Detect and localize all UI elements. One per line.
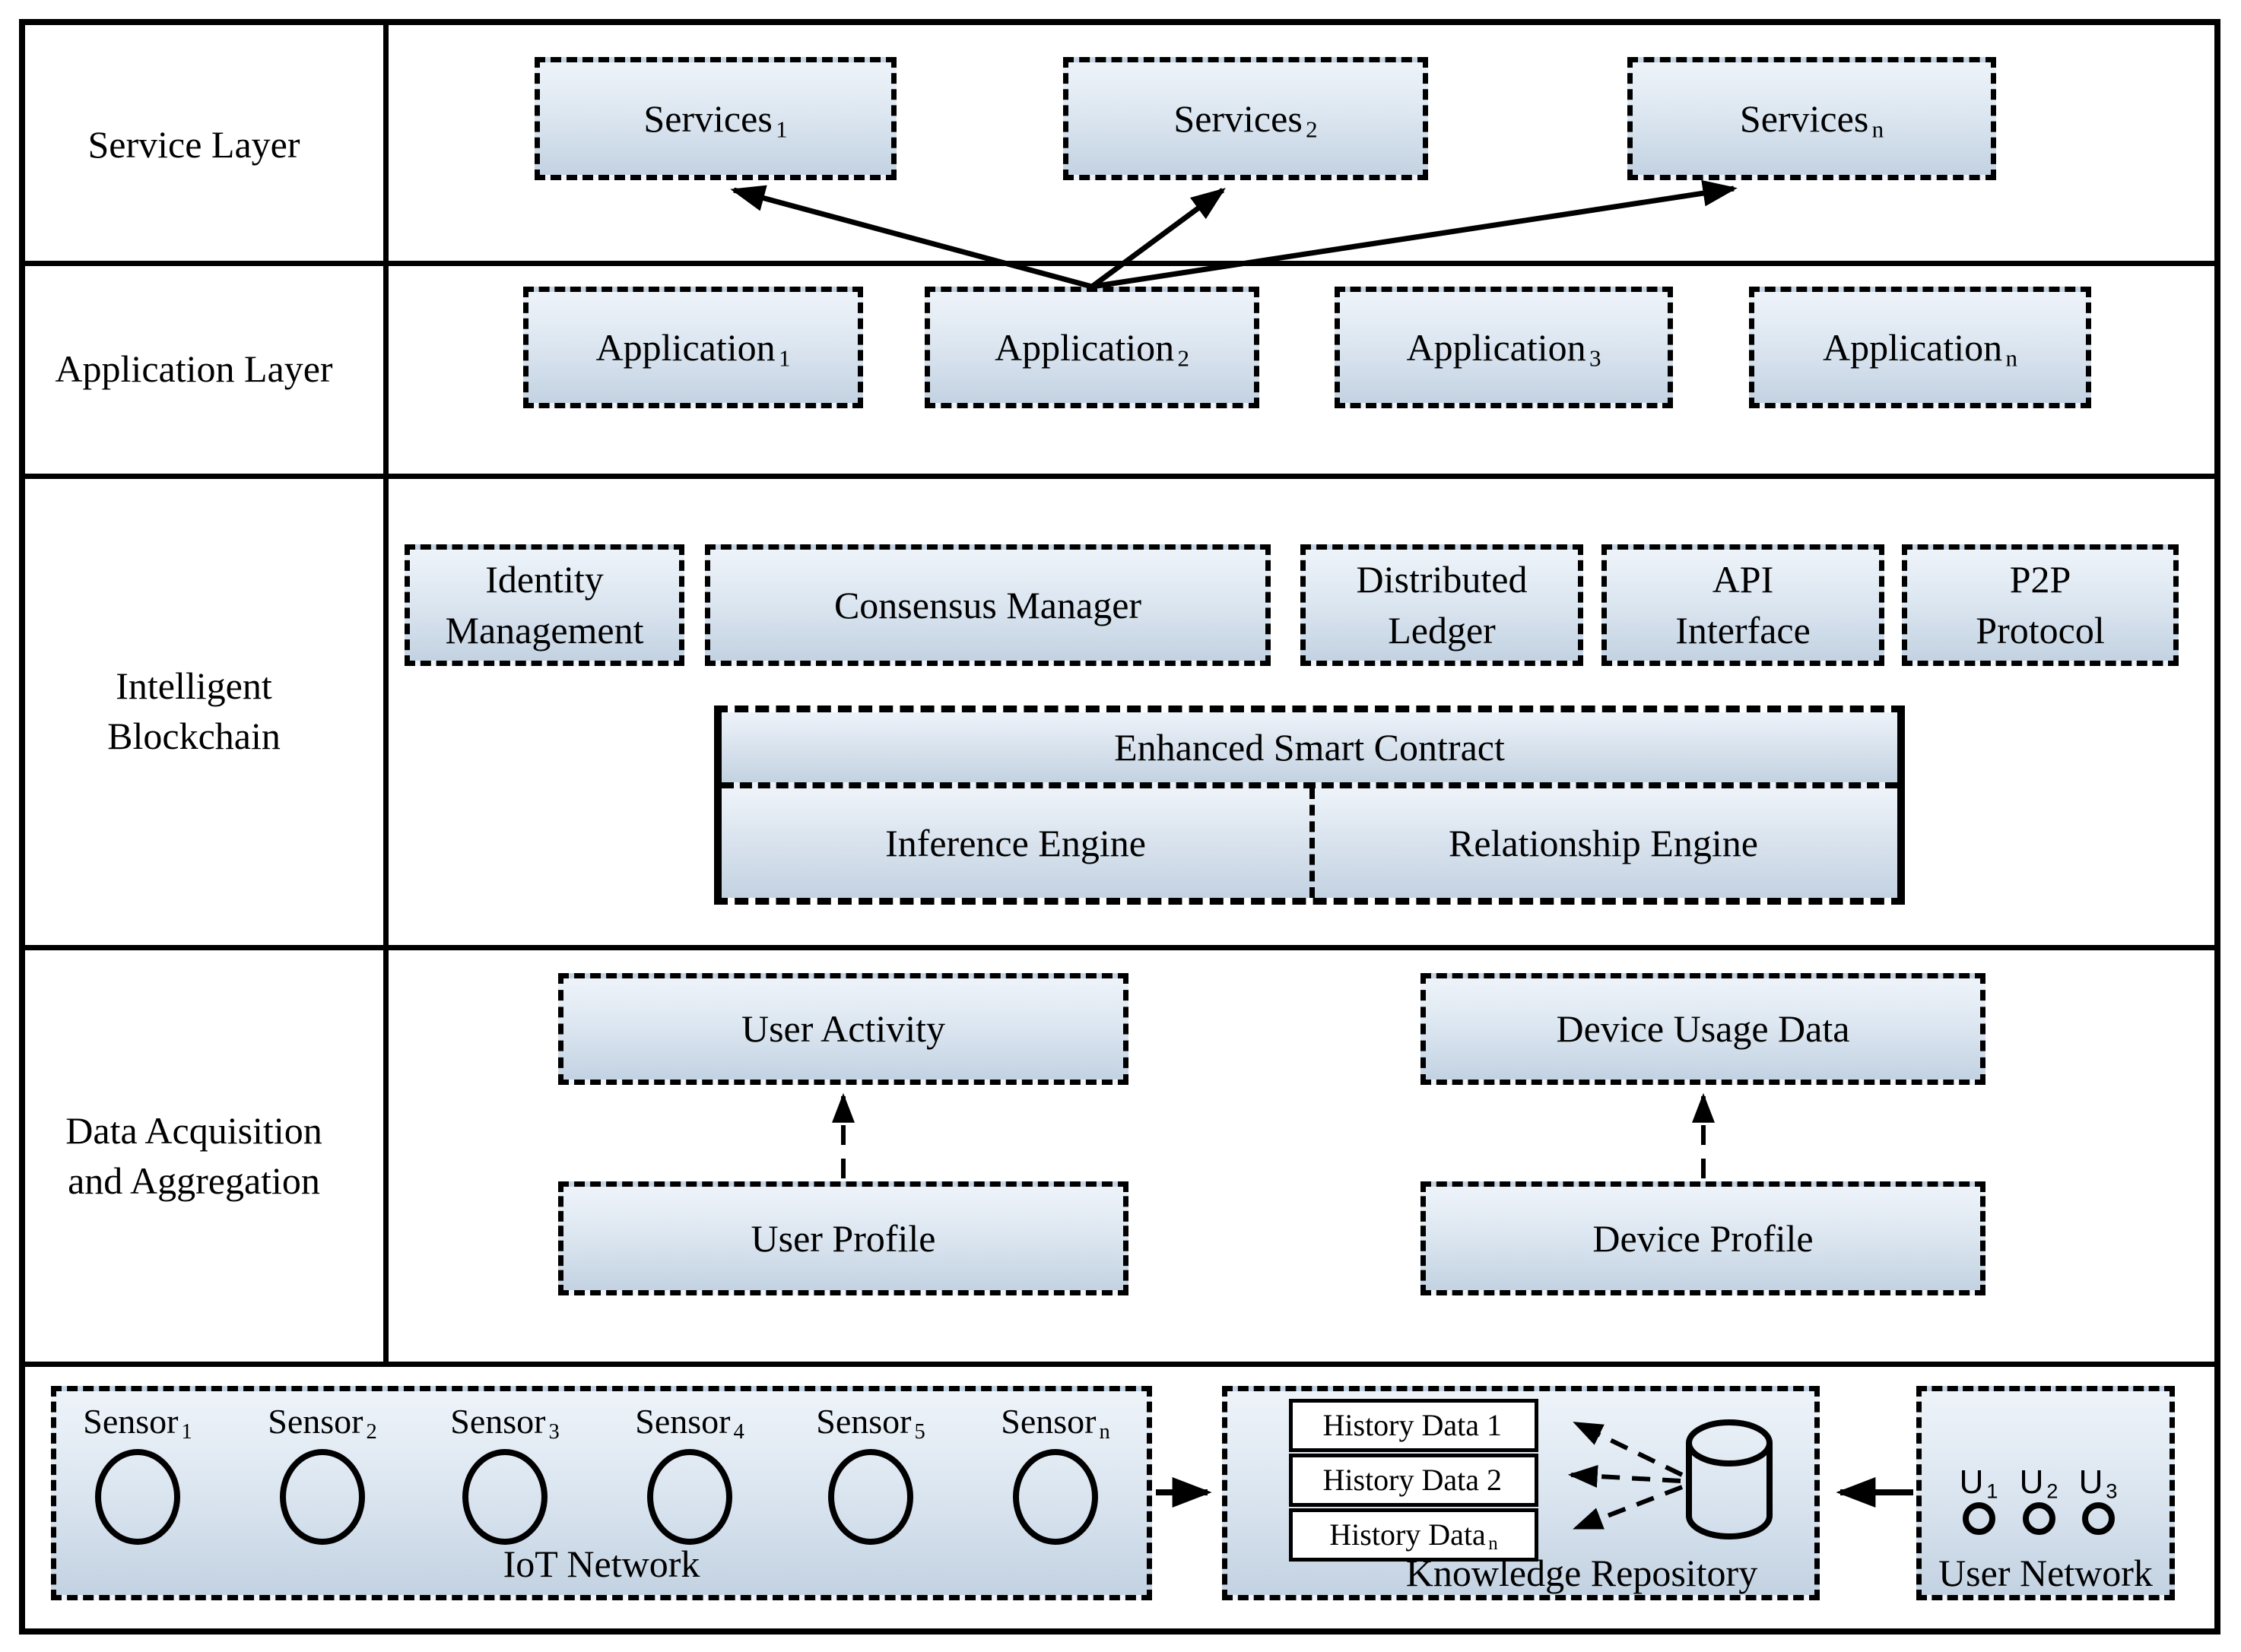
database-cylinder-icon: [1686, 1419, 1773, 1539]
row-separator-blockchain-dataacq: [19, 945, 2220, 950]
history-data-2-label: History Data 2: [1322, 1463, 1503, 1498]
enhanced-smart-contract-label: Enhanced Smart Contract: [1114, 726, 1505, 769]
engine-divider: [1309, 788, 1315, 898]
relationship-engine-label: Relationship Engine: [1449, 822, 1758, 864]
identity-management-box: Identity Management: [405, 544, 684, 666]
enhanced-smart-contract-box: Enhanced Smart Contract: [722, 712, 1897, 788]
sensor-circle-icon: [95, 1449, 180, 1545]
api-interface-label: API Interface: [1675, 558, 1811, 652]
history-data-2-box: History Data 2: [1289, 1454, 1538, 1507]
p2p-protocol-box: P2P Protocol: [1902, 544, 2179, 666]
inference-engine-label: Inference Engine: [885, 822, 1146, 864]
layer-label-dataacq: Data Acquisition and Aggregation: [27, 1053, 361, 1258]
consensus-manager-label: Consensus Manager: [833, 583, 1142, 626]
row-separator-application-blockchain: [19, 474, 2220, 479]
layer-label-service-text: Service Layer: [87, 123, 300, 166]
user-network-box: [1916, 1386, 2175, 1600]
device-profile-box: Device Profile: [1420, 1181, 1985, 1295]
label-column-divider: [383, 19, 389, 1362]
row-separator-service-application: [19, 261, 2220, 266]
sensor-circle-icon: [1013, 1449, 1098, 1545]
engines-row: Inference Engine Relationship Engine: [722, 788, 1897, 898]
user-profile-label: User Profile: [751, 1216, 936, 1260]
user-node-circle-icon: [2081, 1502, 2115, 1535]
user-profile-box: User Profile: [558, 1181, 1128, 1295]
history-data-1-label: History Data 1: [1322, 1408, 1503, 1443]
row-separator-dataacq-bottom: [19, 1362, 2220, 1367]
inference-engine-box: Inference Engine: [722, 788, 1309, 898]
identity-management-label: Identity Management: [445, 558, 644, 652]
api-interface-box: API Interface: [1601, 544, 1884, 666]
user-node-circle-icon: [1962, 1502, 1995, 1535]
sensor-circle-icon: [280, 1449, 365, 1545]
device-usage-data-box: Device Usage Data: [1420, 973, 1985, 1085]
iot-network-label: IoT Network: [503, 1543, 700, 1585]
user-activity-label: User Activity: [741, 1007, 946, 1050]
layer-label-service: Service Layer: [27, 46, 361, 243]
distributed-ledger-label: Distributed Ledger: [1356, 558, 1528, 652]
sensor-circle-icon: [647, 1449, 732, 1545]
layer-label-blockchain: Intelligent Blockchain: [27, 608, 361, 813]
distributed-ledger-box: Distributed Ledger: [1300, 544, 1583, 666]
user-node-circle-icon: [2022, 1502, 2055, 1535]
user-network-label: User Network: [1938, 1552, 2153, 1594]
consensus-manager-box: Consensus Manager: [705, 544, 1271, 666]
relationship-engine-box: Relationship Engine: [1309, 788, 1897, 898]
sensor-circle-icon: [462, 1449, 548, 1545]
layer-label-dataacq-text: Data Acquisition and Aggregation: [65, 1109, 322, 1202]
history-data-1-box: History Data 1: [1289, 1399, 1538, 1452]
iot-network-box: [51, 1386, 1152, 1600]
user-activity-box: User Activity: [558, 973, 1128, 1085]
knowledge-repository-box: History Data 1 History Data 2 History Da…: [1222, 1386, 1820, 1600]
sensor-circle-icon: [828, 1449, 913, 1545]
smart-contract-block: Enhanced Smart Contract Inference Engine…: [714, 706, 1905, 905]
outer-frame: [19, 19, 2220, 1635]
p2p-protocol-label: P2P Protocol: [1976, 558, 2105, 652]
device-profile-label: Device Profile: [1592, 1216, 1814, 1260]
device-usage-data-label: Device Usage Data: [1556, 1007, 1850, 1050]
layer-label-application: Application Layer: [27, 281, 361, 456]
layer-label-blockchain-text: Intelligent Blockchain: [107, 664, 281, 757]
knowledge-repository-label: Knowledge Repository: [1405, 1552, 1758, 1594]
layer-label-application-text: Application Layer: [55, 347, 333, 390]
